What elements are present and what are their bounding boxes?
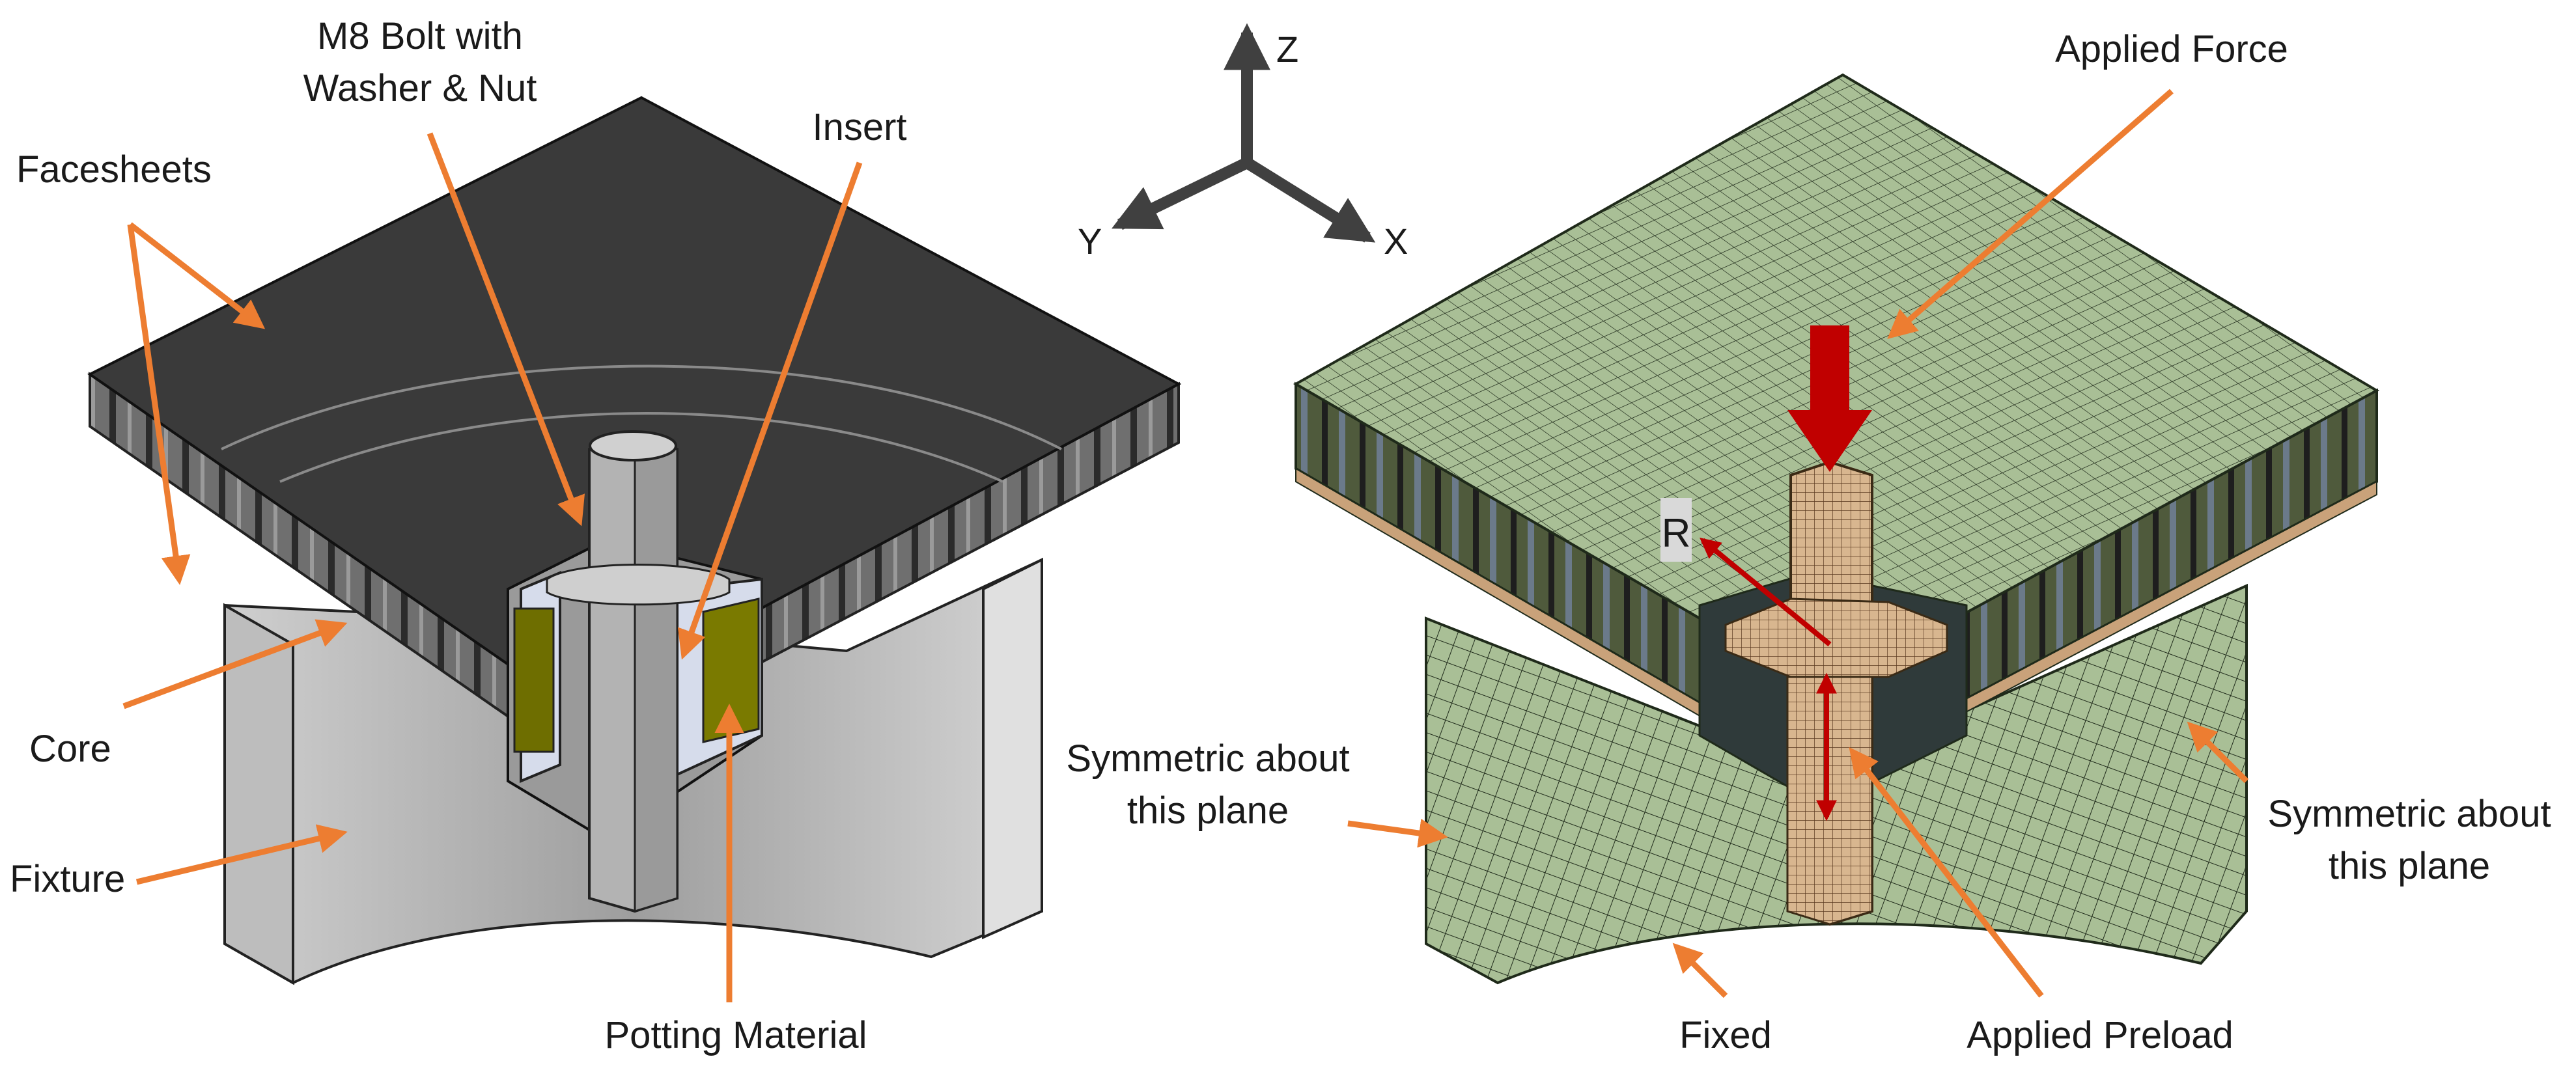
arrow-fixed [1672, 942, 1728, 998]
label-fixture: Fixture [10, 858, 125, 900]
cad-model [87, 96, 1182, 985]
bolt-top [589, 430, 677, 461]
mesh-bolt-lower [1786, 676, 1873, 926]
r-marker-box [1660, 498, 1692, 562]
applied-force-arrow [1787, 325, 1872, 472]
axis-y-label: Y [1078, 221, 1102, 262]
arrow-facesheet-bottom [127, 224, 191, 585]
facesheet-arc-outer [221, 364, 1062, 450]
arrow-core [122, 619, 348, 709]
arrow-applied-preload [1849, 747, 2044, 998]
radial-arrow [1700, 537, 1832, 647]
label-insert: Insert [812, 106, 906, 148]
label-symmetric-right-2: this plane [2329, 845, 2490, 887]
potting-left [513, 607, 555, 753]
fixture-side [223, 603, 294, 985]
mesh-bolt-flange [1724, 598, 1948, 678]
label-facesheets: Facesheets [16, 148, 212, 191]
fe-mesh-model [1293, 73, 2380, 985]
facesheet-arc-inner [279, 412, 1003, 483]
label-symmetric-left-1: Symmetric about [1066, 737, 1349, 780]
axis-triad [1112, 23, 1376, 243]
label-core: Core [29, 728, 111, 770]
label-symmetric-right-1: Symmetric about [2267, 793, 2551, 835]
top-facesheet [87, 96, 1182, 711]
r-marker: R [1662, 511, 1691, 556]
axis-x-label: X [1384, 221, 1408, 262]
bolt-face [634, 448, 679, 913]
arrow-facesheet-top [128, 222, 266, 329]
arrow-fixture [135, 824, 348, 885]
label-bolt-line1: M8 Bolt with [317, 15, 523, 57]
fixture-right-face [982, 557, 1043, 940]
labels: M8 Bolt with Washer & Nut Insert Faceshe… [10, 15, 2551, 1056]
arrow-bolt [427, 132, 585, 527]
label-applied-preload: Applied Preload [1967, 1014, 2233, 1056]
arrow-symmetric-right [2187, 721, 2249, 784]
washer [546, 564, 731, 606]
label-fixed: Fixed [1679, 1014, 1772, 1056]
label-symmetric-left-2: this plane [1127, 790, 1289, 832]
label-applied-force: Applied Force [2055, 28, 2288, 70]
label-bolt-line2: Washer & Nut [303, 67, 537, 109]
arrow-applied-force [1887, 89, 2174, 339]
axis-z-label: Z [1276, 29, 1298, 70]
arrow-insert [677, 161, 863, 660]
arrow-symmetric-left [1347, 818, 1448, 848]
annotation-arrows [122, 89, 2249, 1002]
label-potting: Potting Material [605, 1014, 867, 1056]
